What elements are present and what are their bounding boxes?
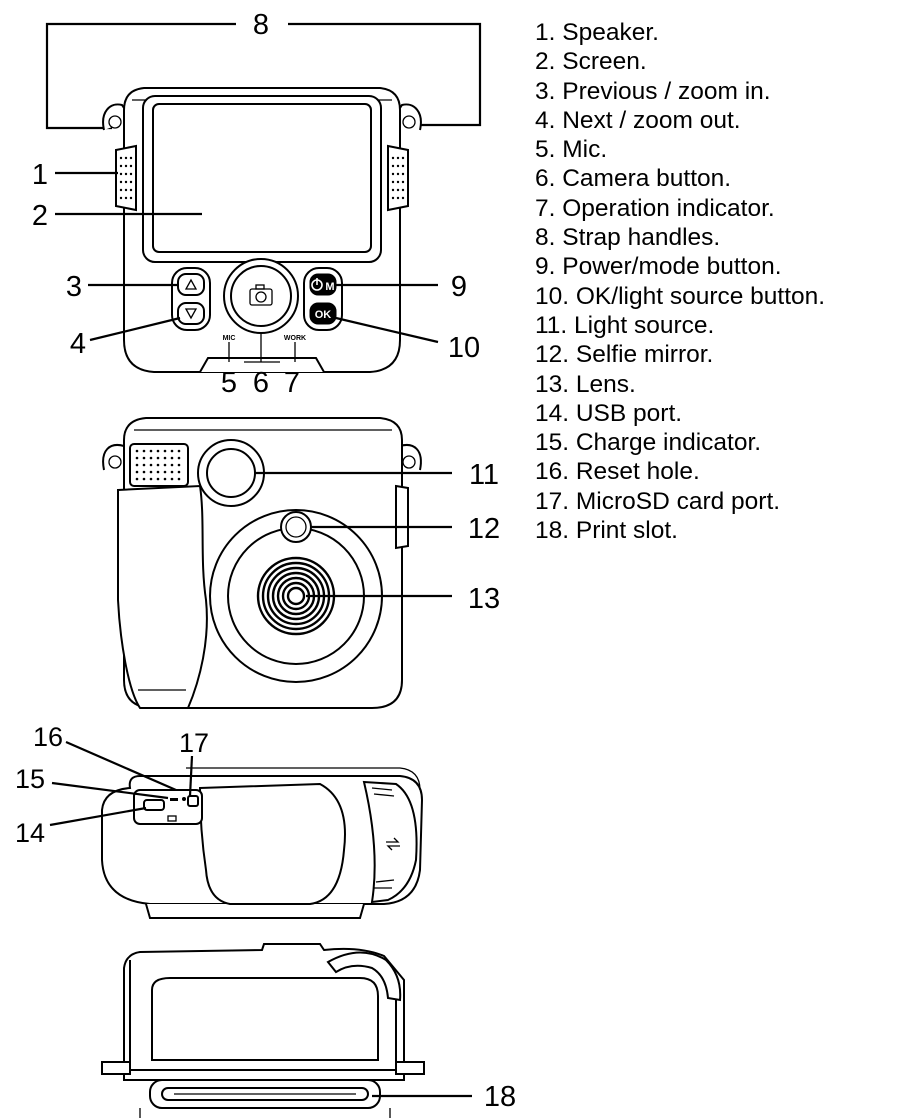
callout-11: 11: [469, 459, 499, 491]
legend-item-operation-indicator: 7. Operation indicator.: [535, 194, 775, 222]
callout-8: 8: [253, 9, 269, 41]
callout-17: 17: [179, 728, 209, 758]
legend-item-next-zoom-out: 4. Next / zoom out.: [535, 106, 741, 134]
callout-13: 13: [468, 583, 500, 615]
legend-item-usb-port: 14. USB port.: [535, 399, 683, 427]
side-base: [145, 903, 365, 919]
callout-3: 3: [66, 271, 82, 303]
previous-button: [177, 273, 205, 296]
legend-item-screen: 2. Screen.: [535, 48, 647, 76]
callout-9: 9: [451, 271, 467, 303]
legend-item-ok-light-source-button: 10. OK/light source button.: [535, 282, 826, 310]
down-arrow-icon: [184, 308, 198, 320]
ok-label: OK: [315, 309, 332, 321]
callout-10: 10: [448, 332, 480, 364]
legend-item-speaker: 1. Speaker.: [535, 19, 659, 46]
callout-12: 12: [468, 513, 500, 545]
print-window: [151, 977, 379, 1061]
leader-4: [89, 316, 181, 342]
strap-bracket-left: [45, 22, 236, 130]
callout-4: 4: [70, 328, 86, 360]
port-panel-tab: [167, 815, 177, 822]
callout-16: 16: [33, 722, 63, 752]
callout-18: 18: [484, 1081, 516, 1113]
legend-item-charge-indicator: 15. Charge indicator.: [535, 429, 762, 457]
hand-grip: [117, 484, 208, 709]
top-side-tab-left: [101, 1061, 131, 1075]
legend-item-print-slot: 18. Print slot.: [535, 517, 678, 545]
ok-button: [309, 302, 337, 325]
legend-item-selfie-mirror: 12. Selfie mirror.: [535, 341, 714, 369]
leader-16: [65, 740, 177, 792]
callout-14: 14: [15, 818, 45, 848]
callout-7: 7: [284, 367, 300, 399]
strap-hole-right: [402, 115, 416, 129]
microsd-port: [187, 795, 199, 807]
side-view: 16 17 15 14: [15, 722, 424, 919]
leader-17: [188, 755, 194, 797]
strap-hole-left: [108, 115, 122, 129]
mode-label: M: [325, 281, 334, 293]
selfie-mirror-inner: [285, 516, 307, 538]
speaker-left: [115, 144, 137, 212]
callout-6: 6: [253, 367, 269, 399]
side-grip: [198, 782, 346, 905]
light-source: [206, 448, 256, 498]
charge-indicator: [170, 798, 178, 801]
top-base-lines: [139, 1108, 391, 1118]
side-arrow-icon: [386, 837, 400, 851]
top-view: 18: [101, 943, 516, 1118]
back-view: 8: [32, 9, 482, 399]
camera-icon: [249, 284, 273, 306]
legend-item-reset-hole: 16. Reset hole.: [535, 458, 700, 486]
front-view: 11 12 13: [102, 417, 500, 709]
top-side-tab-right: [395, 1061, 425, 1075]
next-button: [177, 302, 205, 325]
strap-bracket-right: [288, 22, 482, 127]
speaker-right: [387, 144, 409, 212]
legend-item-microsd-card-port: 17. MicroSD card port.: [535, 487, 781, 515]
legend-item-previous-zoom-in: 3. Previous / zoom in.: [535, 77, 771, 105]
side-dial-ridges: [371, 787, 395, 889]
bottom-slot: [199, 357, 325, 373]
callout-1: 1: [32, 159, 48, 191]
leader-14: [49, 806, 147, 827]
top-roller: [326, 951, 402, 1002]
parts-legend: 1. Speaker. 2. Screen. 3. Previous / zoo…: [535, 18, 825, 545]
legend-item-lens: 13. Lens.: [535, 370, 636, 398]
front-grille-dots: [135, 449, 181, 481]
legend-item-strap-handles: 8. Strap handles.: [535, 224, 721, 252]
screen: [152, 103, 372, 253]
side-top-line: [186, 767, 421, 791]
legend-item-camera-button: 6. Camera button.: [535, 165, 732, 193]
reset-hole: [182, 797, 186, 801]
legend-item-power-mode-button: 9. Power/mode button.: [535, 253, 782, 281]
up-arrow-icon: [184, 278, 198, 290]
legend-item-mic: 5. Mic.: [535, 136, 608, 164]
camera-button: [230, 265, 292, 327]
legend-item-light-source: 11. Light source.: [535, 311, 715, 339]
front-strap-hole-left: [108, 455, 122, 469]
callout-2: 2: [32, 200, 48, 232]
leader-15: [51, 781, 169, 800]
callout-15: 15: [15, 764, 45, 794]
work-mark: WORK: [284, 335, 306, 342]
leader-10: [335, 316, 439, 344]
mic-mark: MIC: [223, 335, 236, 342]
front-side-tab: [395, 484, 409, 550]
usb-port: [143, 799, 165, 811]
callout-5: 5: [221, 367, 237, 399]
